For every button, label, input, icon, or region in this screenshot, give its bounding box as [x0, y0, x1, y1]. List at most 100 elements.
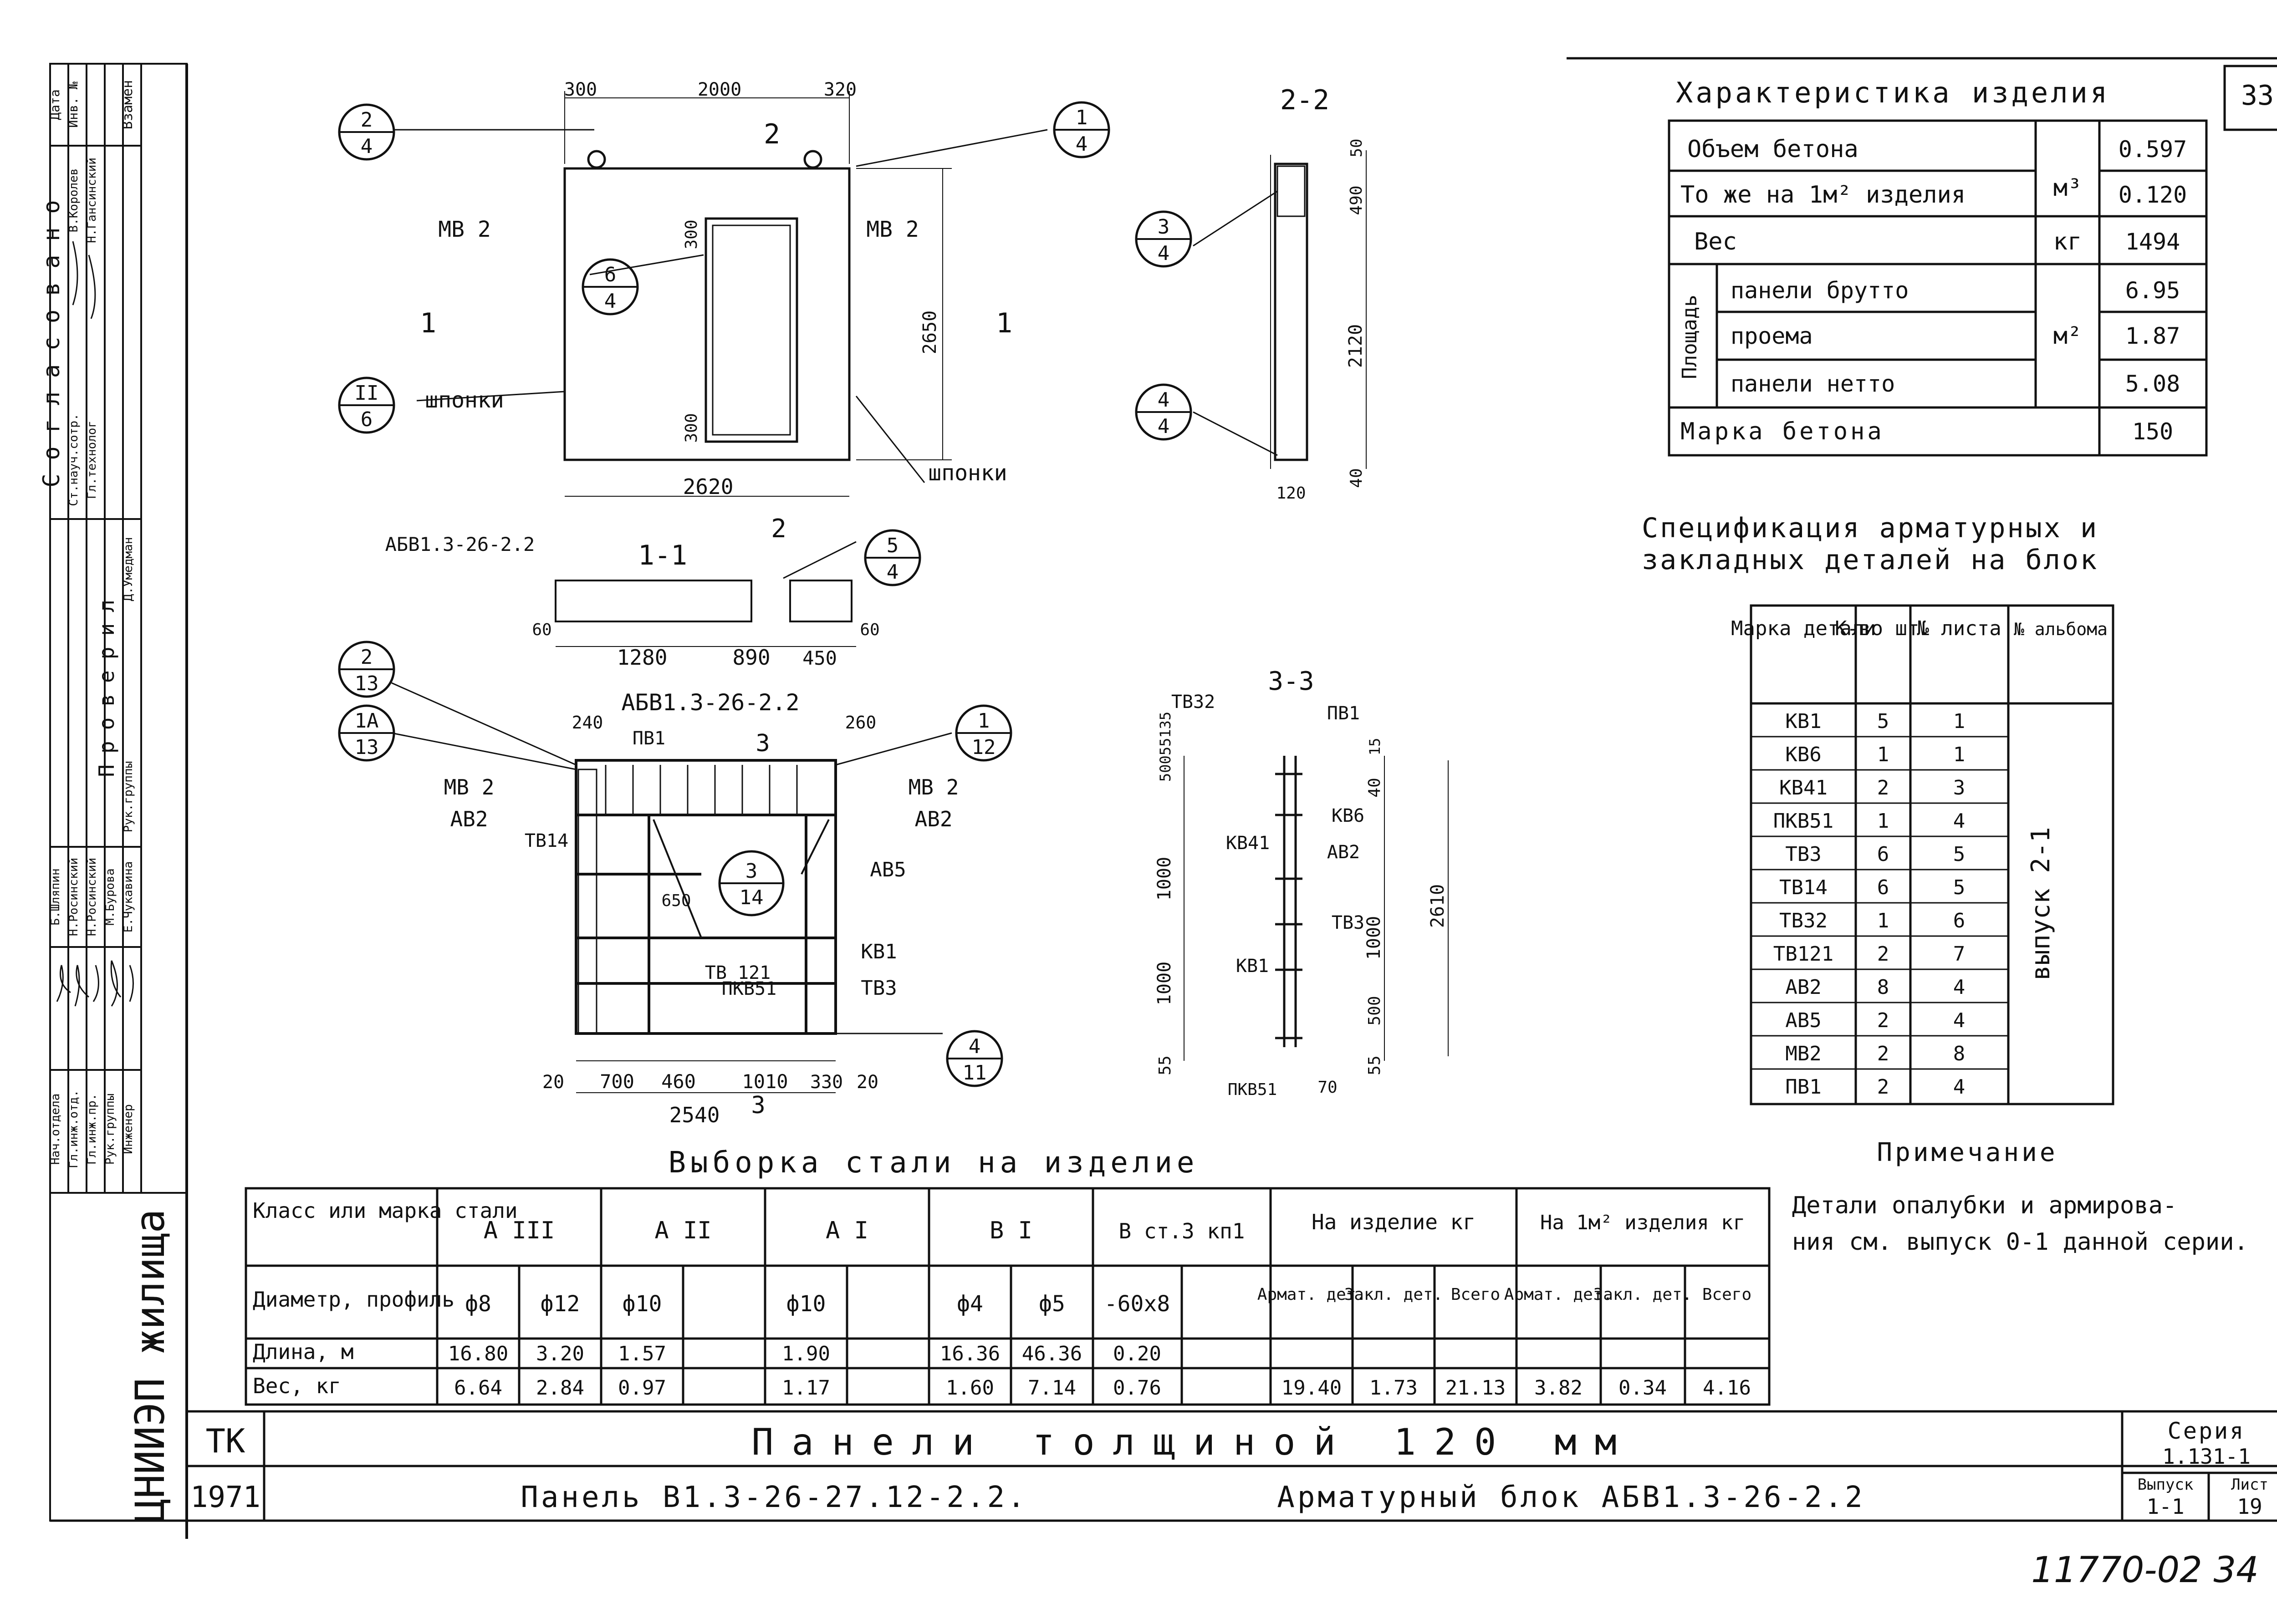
sheet-number: 33 — [2241, 80, 2274, 112]
char-row-net: панели нетто — [1731, 371, 1895, 397]
steel-sub-head: Всего — [1451, 1285, 1500, 1304]
steel-total-cell: 3.82 — [1534, 1376, 1583, 1400]
char-row-volume: Объем бетона — [1687, 136, 1858, 163]
stamp-inv: Инв. № — [66, 81, 81, 127]
spec-album-value: выпуск 2-1 — [2026, 827, 2056, 980]
steel-diam-cell: ф10 — [623, 1291, 662, 1317]
reference-bubble: 24 — [338, 103, 395, 161]
steel-total-cell: 21.13 — [1445, 1376, 1506, 1400]
steel-diam-cell: ф8 — [465, 1291, 491, 1317]
steel-len-cell: 16.36 — [940, 1342, 1000, 1365]
reference-bubble: 411 — [946, 1030, 1003, 1087]
dim-70: 70 — [1317, 1078, 1337, 1097]
spec-row-mark: ПКВ51 — [1773, 809, 1833, 833]
dim-2610: 2610 — [1427, 884, 1448, 928]
dim-1280: 1280 — [617, 645, 668, 670]
bubble-bottom: 13 — [355, 736, 379, 759]
reference-bubble: 54 — [864, 529, 921, 586]
stamp-r3-role: Рук.группы — [122, 761, 135, 833]
spec-head-sheet: № листа — [1917, 617, 2001, 640]
dim-240: 240 — [572, 713, 603, 733]
org-logo: ЦНИИЭП жилища — [127, 1209, 174, 1523]
dim-20: 20 — [857, 1072, 878, 1093]
dim-50: 50 — [1348, 139, 1366, 158]
label-kb41: КВ41 — [1226, 833, 1270, 854]
steel-head-length: Длина, м — [253, 1339, 354, 1364]
spec-row-sheet: 7 — [1953, 942, 1966, 966]
label-shponki: шпонки — [928, 460, 1007, 486]
steel-diam-cell: ф10 — [786, 1291, 826, 1317]
dim-490: 490 — [1347, 185, 1366, 215]
dim-460: 460 — [661, 1070, 696, 1093]
spec-title-2: закладных деталей на блок — [1642, 544, 2098, 576]
dim-450: 450 — [802, 647, 837, 669]
dim-2120: 2120 — [1345, 324, 1366, 368]
bubble-top: 1 — [978, 709, 990, 733]
steel-wt-cell: 6.64 — [454, 1376, 502, 1400]
tk-label: ТК — [206, 1422, 245, 1460]
spec-row-qty: 2 — [1877, 1075, 1889, 1099]
dim-120: 120 — [1276, 484, 1306, 503]
section-3-3 — [1184, 756, 1449, 1061]
char-row-opening: проема — [1731, 323, 1813, 349]
label-section-1-1: 1-1 — [638, 540, 687, 571]
sheet-value: 19 — [2237, 1494, 2262, 1519]
stamp-r5-name: Н.Росинский — [67, 858, 81, 936]
label-kb6: КВ6 — [1332, 805, 1364, 826]
spec-row-sheet: 8 — [1953, 1042, 1966, 1065]
char-val-opening: 1.87 — [2125, 323, 2180, 349]
steel-head-weight: Вес, кг — [253, 1374, 341, 1398]
steel-head-on-item: На изделие кг — [1312, 1210, 1475, 1234]
label-section-mark: 3 — [751, 1092, 765, 1119]
inventory-stamp: 11770-02 34 — [2031, 1550, 2259, 1591]
stamp-r5-role: Гл.инж.отд. — [67, 1090, 81, 1168]
char-row-grade: Марка бетона — [1680, 418, 1884, 445]
dim-1000: 1000 — [1154, 857, 1175, 901]
reference-bubble: II6 — [338, 377, 395, 434]
char-val-gross: 6.95 — [2125, 277, 2180, 304]
bubble-bottom: 4 — [887, 560, 899, 584]
bubble-bottom: 4 — [604, 290, 617, 313]
label-tb3: ТВ3 — [861, 977, 897, 1000]
spec-head-mark: Марка детали — [1731, 617, 1876, 640]
spec-row-qty: 2 — [1877, 1009, 1889, 1032]
leader-lines — [391, 129, 1278, 1034]
steel-head-diameter: Диаметр, профиль — [253, 1287, 454, 1312]
steel-len-cell: 0.20 — [1113, 1342, 1161, 1365]
spec-title-1: Спецификация арматурных и — [1642, 512, 2098, 544]
spec-head-qty: К-во шт. — [1835, 617, 1931, 640]
char-area-label: Площадь — [1678, 295, 1701, 379]
dim-15: 15 — [1366, 738, 1384, 756]
stamp-r2-name: Н.Гансинский — [85, 158, 99, 243]
title-block-ref: Арматурный блок АБВ1.3-26-2.2 — [1277, 1481, 1865, 1514]
stamp-checked: Проверил — [94, 589, 119, 777]
stamp-r4-role: Нач.отдела — [49, 1094, 62, 1165]
characteristics-title: Характеристика изделия — [1676, 76, 2110, 109]
spec-row-qty: 1 — [1877, 809, 1889, 833]
steel-len-cell: 1.57 — [618, 1342, 666, 1365]
label-kb1: КВ1 — [861, 940, 897, 963]
label-ab2: АВ2 — [914, 807, 952, 831]
char-row-gross: панели брутто — [1731, 277, 1909, 304]
issue-label: Выпуск — [2138, 1476, 2194, 1494]
reference-bubble: 64 — [582, 258, 639, 316]
steel-sub-head: Закл. дет. — [1593, 1285, 1692, 1304]
steel-class-a3: А III — [484, 1217, 555, 1244]
spec-row-qty: 2 — [1877, 942, 1889, 966]
bubble-top: 4 — [969, 1035, 981, 1058]
steel-total-cell: 19.40 — [1281, 1376, 1342, 1400]
stamp-r2-role: Гл.технолог — [85, 421, 99, 499]
issue-value: 1-1 — [2146, 1494, 2184, 1519]
dim-320: 320 — [824, 79, 857, 100]
spec-row-sheet: 4 — [1953, 809, 1966, 833]
bubble-bottom: 13 — [355, 672, 379, 695]
spec-row-qty: 2 — [1877, 776, 1889, 799]
dim-20: 20 — [542, 1072, 564, 1093]
steel-head-class: Класс или марка стали — [253, 1198, 518, 1223]
reference-bubble: 44 — [1135, 383, 1192, 441]
steel-total-cell: 0.34 — [1618, 1376, 1667, 1400]
label-shponki: шпонки — [425, 387, 504, 413]
steel-diam-cell: -60х8 — [1104, 1291, 1170, 1317]
spec-row-sheet: 6 — [1953, 909, 1966, 932]
